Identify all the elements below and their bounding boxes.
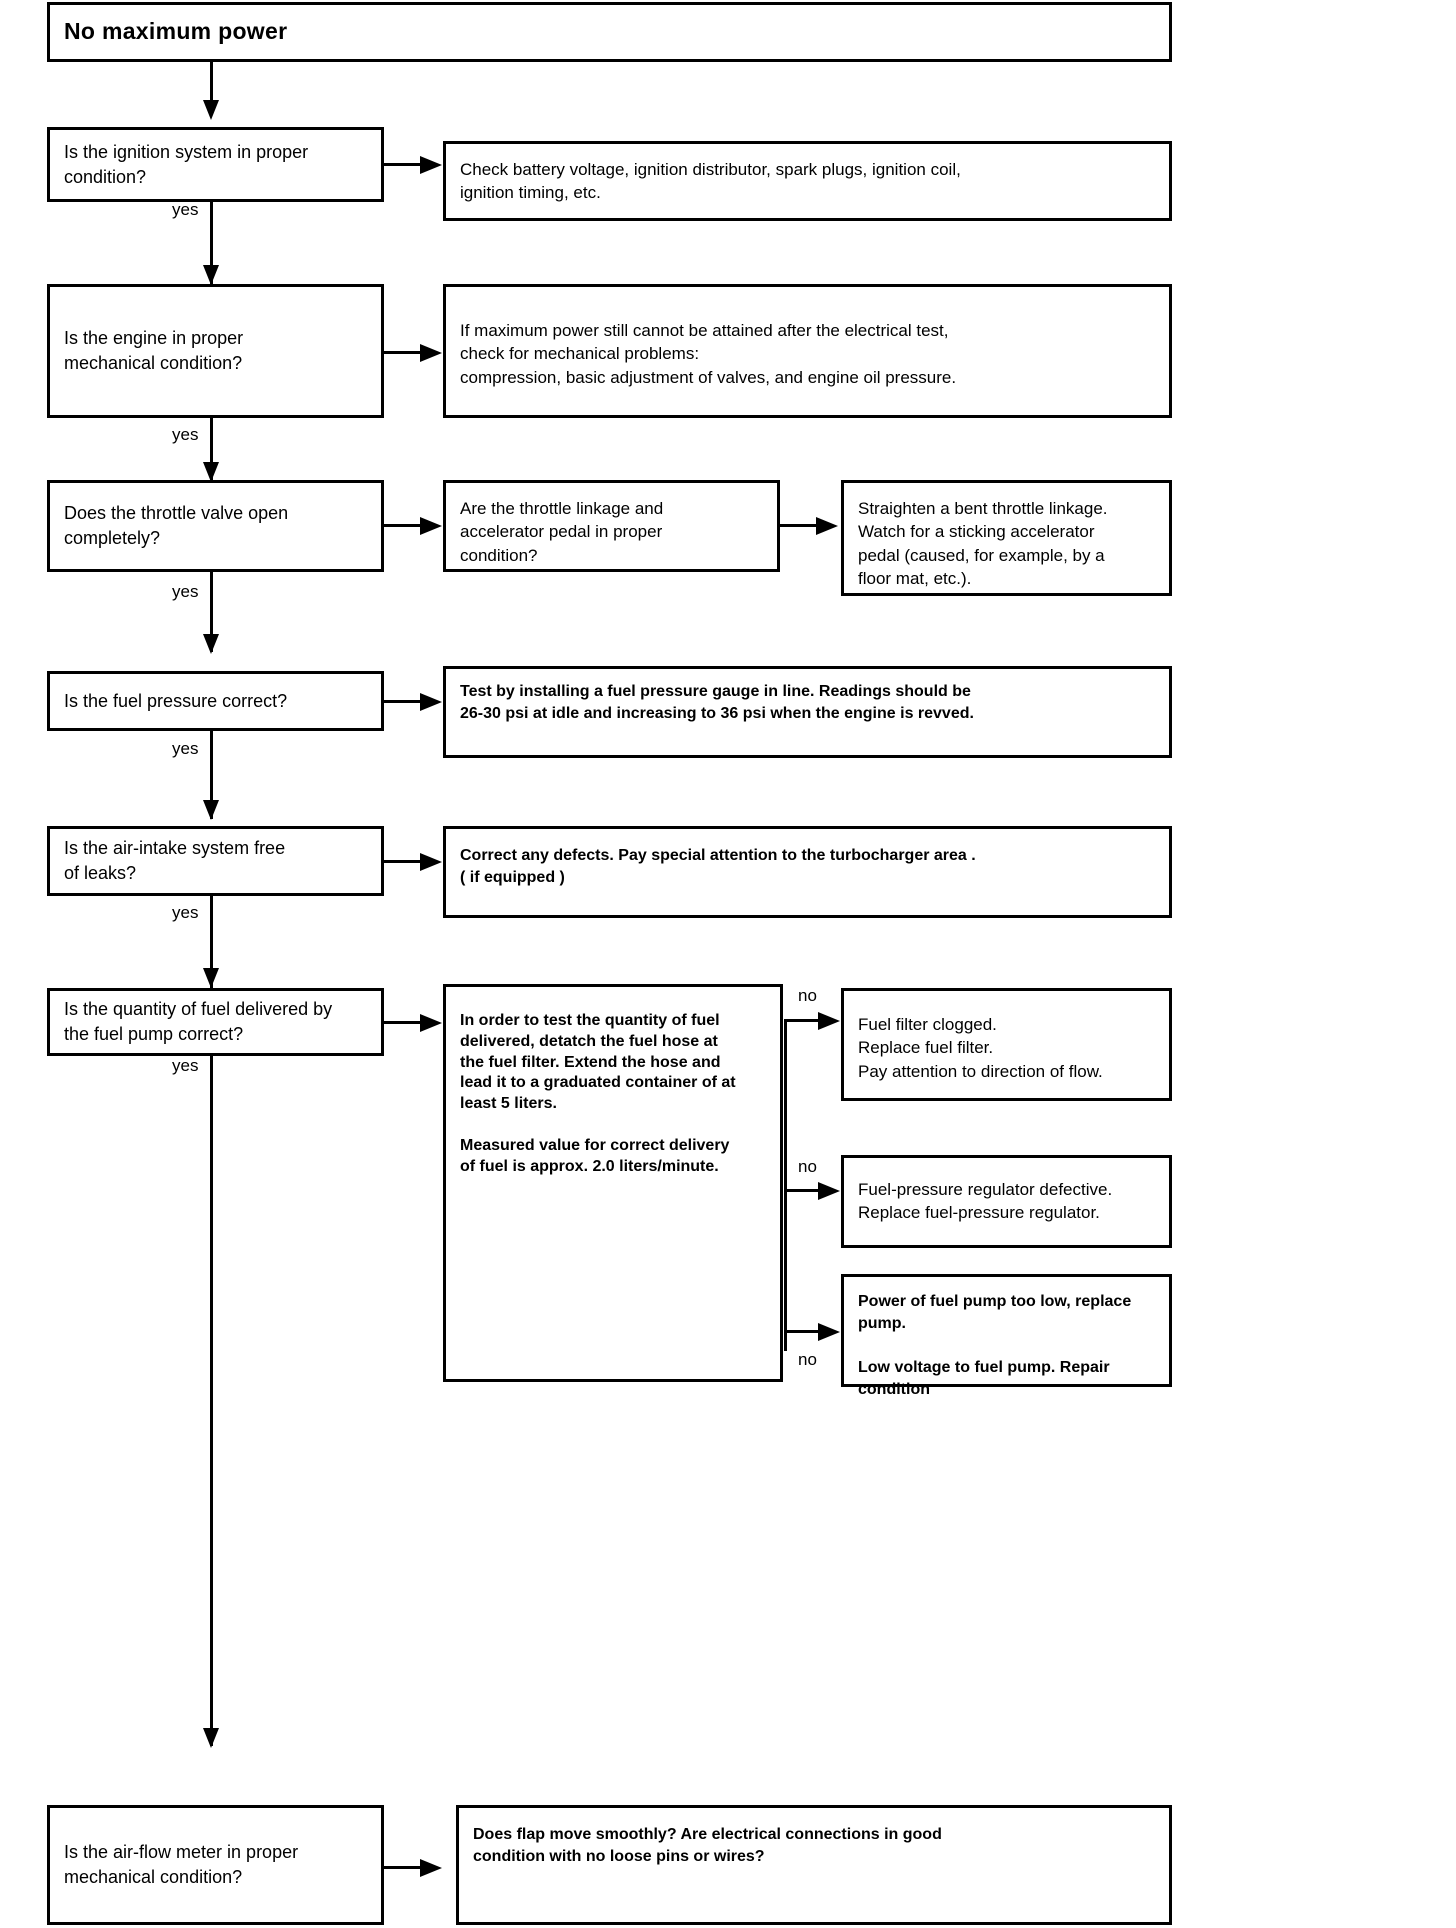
connector-q2-to-a2: [384, 351, 426, 354]
node-a-engine-label: If maximum power still cannot be attaine…: [460, 321, 957, 387]
arrowhead-q6-to-a6: [420, 1014, 442, 1032]
arrowhead-q4-to-q5: [203, 800, 219, 820]
node-a-air-flow-meter-label: Does flap move smoothly? Are electrical …: [473, 1826, 942, 1866]
node-q-engine: Is the engine in proper mechanical condi…: [47, 284, 384, 418]
node-a-fuel-pump-power: Power of fuel pump too low, replace pump…: [841, 1274, 1172, 1398]
connector-no-trunk: [784, 1021, 787, 1351]
arrowhead-q7-to-a7: [420, 1859, 442, 1877]
arrowhead-q3-to-q4: [203, 634, 219, 654]
node-a-fuel-pump-test-label: In order to test the quantity of fuel de…: [460, 1012, 736, 1175]
node-q-ignition-label: Is the ignition system in proper conditi…: [64, 141, 309, 187]
connector-q4-to-q5: [210, 731, 213, 819]
arrowhead-q5-to-q6: [203, 968, 219, 988]
arrowhead-a3-to-a3b: [816, 517, 838, 535]
node-q-ignition: Is the ignition system in proper conditi…: [47, 127, 384, 202]
arrowhead-q1-to-a1: [420, 156, 442, 174]
arrowhead-q4-to-a4: [420, 693, 442, 711]
connector-q2-to-q3: [210, 418, 213, 480]
edge-label-yes-1: yes: [172, 200, 199, 219]
connector-q7-to-a7: [384, 1866, 426, 1869]
node-a-fuel-filter-clogged: Fuel filter clogged. Replace fuel filter…: [841, 988, 1172, 1101]
node-a-fuel-pressure-label: Test by installing a fuel pressure gauge…: [460, 683, 974, 723]
edge-label-yes-4: yes: [172, 739, 199, 758]
node-a-air-flow-meter: Does flap move smoothly? Are electrical …: [456, 1805, 1172, 1925]
connector-q4-to-a4: [384, 700, 426, 703]
arrowhead-q5-to-a5: [420, 853, 442, 871]
node-q-throttle-label: Does the throttle valve open completely?: [64, 503, 289, 548]
node-q-air-flow-meter-label: Is the air-flow meter in proper mechanic…: [64, 1842, 299, 1887]
node-a-air-intake-label: Correct any defects. Pay special attenti…: [460, 847, 976, 887]
connector-a3-to-a3b: [780, 524, 822, 527]
connector-q3-to-a3: [384, 524, 426, 527]
arrowhead-title-to-q1: [203, 100, 219, 120]
arrowhead-q6-to-q7: [203, 1728, 219, 1748]
connector-q5-to-a5: [384, 860, 426, 863]
connector-q1-to-a1: [384, 163, 426, 166]
node-a-straighten-linkage: Straighten a bent throttle linkage. Watc…: [841, 480, 1172, 596]
arrowhead-q1-to-q2: [203, 265, 219, 285]
node-a-fuel-filter-clogged-label: Fuel filter clogged. Replace fuel filter…: [858, 1015, 1103, 1081]
edge-label-yes-6: yes: [172, 1056, 199, 1075]
arrowhead-q2-to-a2: [420, 344, 442, 362]
node-a-straighten-linkage-label: Straighten a bent throttle linkage. Watc…: [858, 499, 1108, 589]
node-a-air-intake: Correct any defects. Pay special attenti…: [443, 826, 1172, 918]
node-title: No maximum power: [47, 2, 1172, 62]
node-q-air-intake-label: Is the air-intake system free of leaks?: [64, 838, 286, 883]
edge-label-yes-2: yes: [172, 425, 199, 444]
node-title-label: No maximum power: [64, 18, 288, 45]
edge-label-no-1: no: [798, 986, 817, 1005]
connector-no3-horizontal: [784, 1330, 826, 1333]
node-q-fuel-pressure: Is the fuel pressure correct?: [47, 671, 384, 731]
node-a-fuel-pump-power-label: Power of fuel pump too low, replace pump…: [858, 1293, 1132, 1399]
arrowhead-q2-to-q3: [203, 462, 219, 482]
arrowhead-no1: [818, 1012, 840, 1030]
edge-label-no-3: no: [798, 1350, 817, 1369]
node-q-air-intake: Is the air-intake system free of leaks?: [47, 826, 384, 896]
node-a-fuel-pressure-regulator-label: Fuel-pressure regulator defective. Repla…: [858, 1180, 1113, 1223]
node-q-fuel-pump: Is the quantity of fuel delivered by the…: [47, 988, 384, 1056]
connector-q6-to-a6: [384, 1021, 426, 1024]
edge-label-yes-5: yes: [172, 903, 199, 922]
connector-title-to-q1: [210, 62, 213, 114]
node-q-fuel-pressure-label: Is the fuel pressure correct?: [64, 690, 288, 711]
connector-q3-to-q4: [210, 572, 213, 652]
connector-q1-to-q2: [210, 202, 213, 284]
edge-label-yes-3: yes: [172, 582, 199, 601]
node-a-engine: If maximum power still cannot be attaine…: [443, 284, 1172, 418]
node-q-air-flow-meter: Is the air-flow meter in proper mechanic…: [47, 1805, 384, 1925]
node-a-fuel-pump-test: In order to test the quantity of fuel de…: [443, 984, 783, 1382]
connector-no2-horizontal: [784, 1189, 826, 1192]
connector-q6-to-q7: [210, 1056, 213, 1746]
arrowhead-q3-to-a3: [420, 517, 442, 535]
arrowhead-no3: [818, 1323, 840, 1341]
node-a-fuel-pressure-regulator: Fuel-pressure regulator defective. Repla…: [841, 1155, 1172, 1248]
node-a-fuel-pressure: Test by installing a fuel pressure gauge…: [443, 666, 1172, 758]
connector-q5-to-q6: [210, 896, 213, 988]
node-a-ignition-label: Check battery voltage, ignition distribu…: [460, 160, 961, 203]
node-a-throttle-linkage: Are the throttle linkage and accelerator…: [443, 480, 780, 572]
arrowhead-no2: [818, 1182, 840, 1200]
node-a-ignition: Check battery voltage, ignition distribu…: [443, 141, 1172, 221]
node-q-throttle: Does the throttle valve open completely?: [47, 480, 384, 572]
connector-no1-horizontal: [784, 1019, 826, 1022]
node-a-throttle-linkage-label: Are the throttle linkage and accelerator…: [460, 499, 664, 565]
edge-label-no-2: no: [798, 1157, 817, 1176]
node-q-engine-label: Is the engine in proper mechanical condi…: [64, 328, 244, 373]
node-q-fuel-pump-label: Is the quantity of fuel delivered by the…: [64, 999, 333, 1044]
